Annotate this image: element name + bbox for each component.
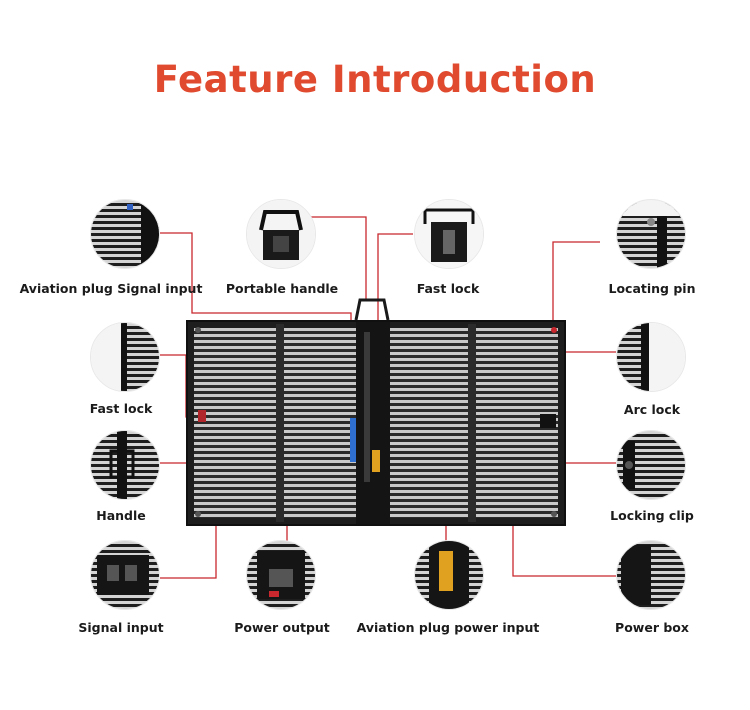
label-locating-pin: Locating pin — [608, 281, 696, 296]
aviation-signal-closeup — [90, 199, 160, 269]
portable-handle-closeup — [246, 199, 316, 269]
label-power-output: Power output — [234, 620, 330, 635]
label-arc-lock: Arc lock — [623, 402, 681, 417]
label-fast-lock-top: Fast lock — [416, 281, 480, 296]
led-panel — [186, 320, 566, 526]
aviation-power-closeup — [414, 540, 484, 610]
page-title: Feature Introduction — [153, 58, 597, 101]
fast-lock-left-closeup — [90, 322, 160, 392]
leader-portable-handle — [306, 216, 367, 300]
label-power-box: Power box — [615, 620, 689, 635]
power-output-closeup — [246, 540, 316, 610]
fast-lock-top-closeup — [414, 199, 484, 269]
label-locking-clip: Locking clip — [610, 508, 694, 523]
label-handle: Handle — [96, 508, 146, 523]
leader-locating-pin — [552, 241, 600, 322]
label-aviation-power: Aviation plug power input — [356, 620, 540, 635]
signal-input-closeup — [90, 540, 160, 610]
led-panel-strips — [194, 322, 558, 524]
label-portable-handle: Portable handle — [225, 281, 339, 296]
label-fast-lock-left: Fast lock — [89, 401, 153, 416]
label-aviation-signal: Aviation plug Signal input — [19, 281, 203, 296]
locking-clip-closeup — [616, 430, 686, 500]
handle-closeup — [90, 430, 160, 500]
leader-fast-lock-top — [377, 233, 413, 325]
arc-lock-closeup — [616, 322, 686, 392]
power-box-closeup — [616, 540, 686, 610]
label-signal-input: Signal input — [78, 620, 164, 635]
locating-pin-closeup — [616, 199, 686, 269]
